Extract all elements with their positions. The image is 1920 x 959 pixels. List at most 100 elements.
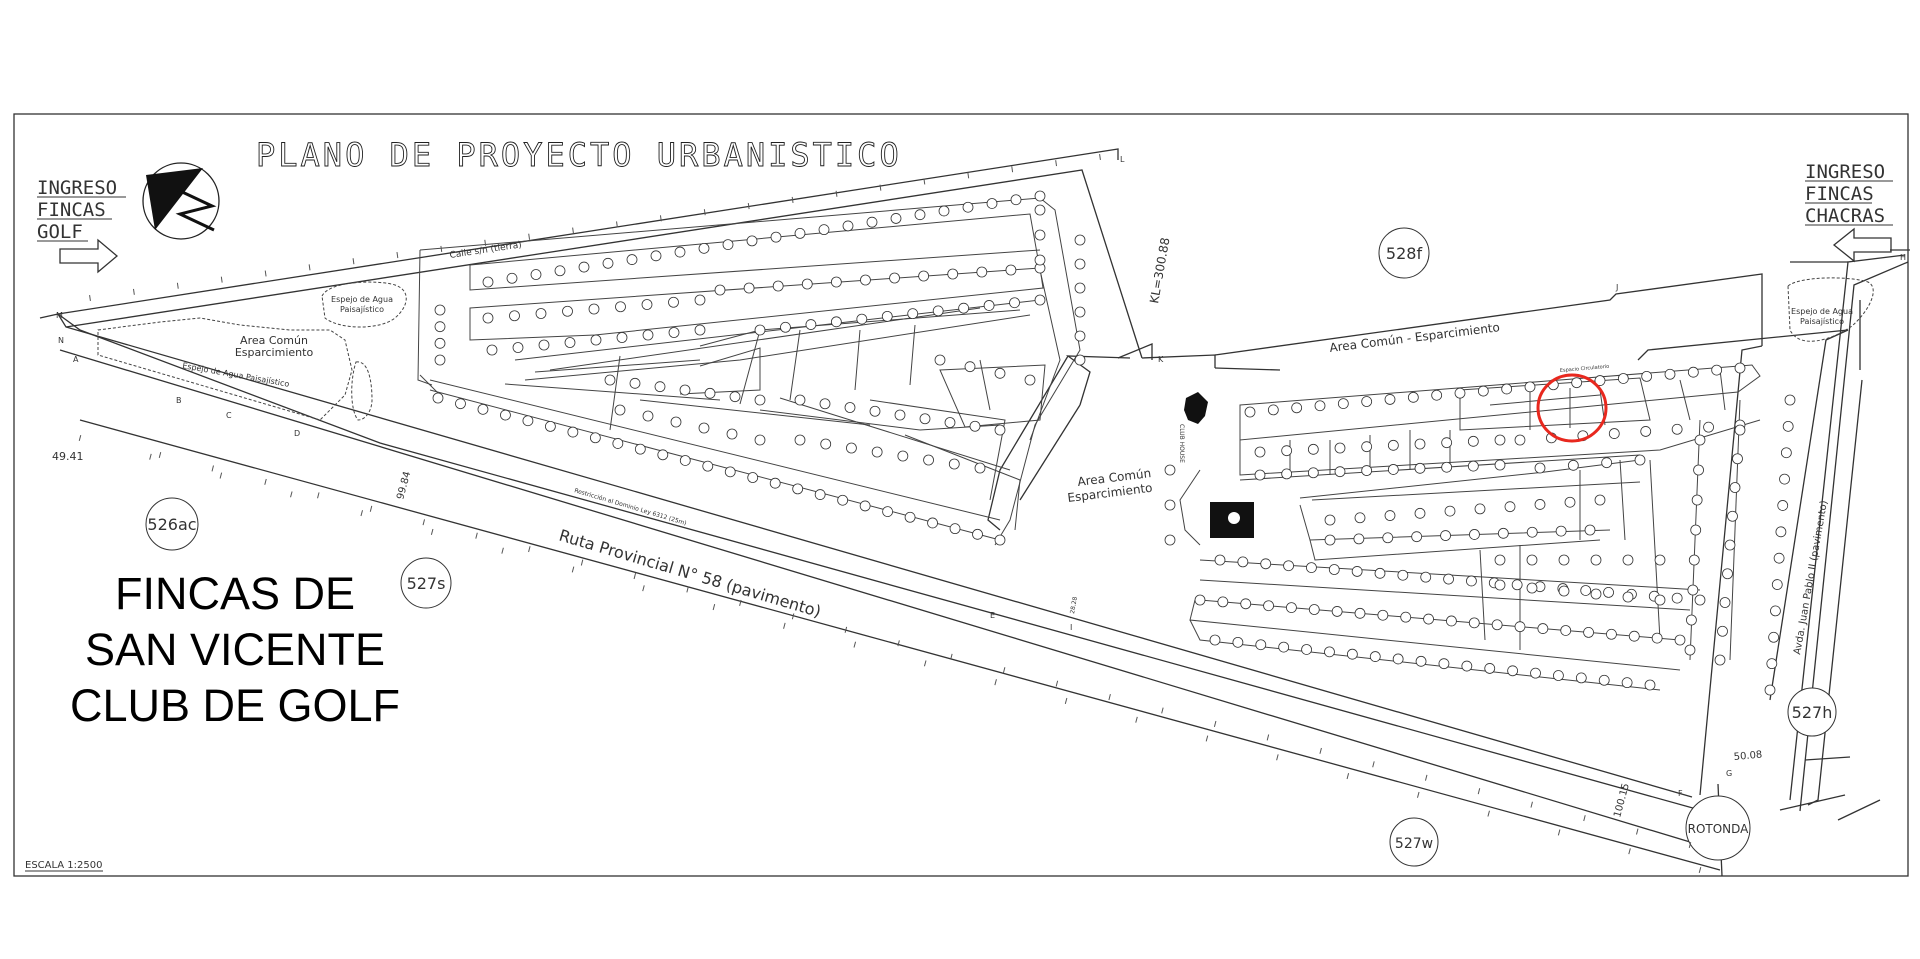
lot-circle <box>1575 672 1587 684</box>
lot-circle <box>590 334 602 346</box>
lot-circle <box>1719 597 1731 608</box>
lot-circle <box>1441 461 1453 473</box>
road-tick <box>967 172 970 179</box>
lot-circle <box>1267 404 1279 416</box>
lot-circle <box>530 269 542 280</box>
lot-circle <box>1583 626 1594 638</box>
lot-circle <box>434 337 446 349</box>
lot-circle <box>1469 529 1480 540</box>
road-tick <box>923 178 926 185</box>
lot-circle <box>958 302 970 314</box>
road-tick <box>220 276 223 283</box>
lot-circle <box>1501 383 1513 395</box>
parcel-528f: 528f <box>1378 227 1430 279</box>
espacio-circ-label: Espacio Circulatorio <box>1560 364 1610 374</box>
lot-circle <box>1397 569 1409 581</box>
lot-circle <box>1594 375 1606 386</box>
lot-circle <box>1686 614 1697 626</box>
lot-circle <box>1537 623 1549 634</box>
lot-circle <box>522 415 534 427</box>
lot-circle <box>564 337 576 348</box>
road-tick <box>642 585 645 592</box>
lot-circle <box>1024 374 1036 386</box>
lake-left-big <box>97 317 353 421</box>
lot-circle <box>1477 385 1489 397</box>
road-tick <box>1477 788 1481 795</box>
lot-circle <box>545 420 556 432</box>
lot-circle <box>614 404 626 416</box>
lot-circle <box>1484 663 1496 674</box>
vertex-d: D <box>294 429 300 438</box>
lot-circle <box>1414 462 1426 474</box>
lot-circle <box>1307 467 1319 479</box>
lot-circle <box>894 409 906 421</box>
lot-circle <box>1727 510 1738 522</box>
lot-circle <box>1560 625 1572 636</box>
lot-circle <box>1237 556 1249 568</box>
lot-circle <box>1507 665 1519 677</box>
road-tick <box>571 566 575 573</box>
lot-circle <box>1724 539 1736 551</box>
lot-circle <box>754 434 766 446</box>
road-tick <box>703 209 706 216</box>
ingreso-chacras-line2: FINCAS <box>1805 183 1874 205</box>
lot-circle <box>1361 396 1373 407</box>
lot-circle <box>1446 615 1457 627</box>
lot-circle <box>434 304 446 316</box>
main-title-line2: SAN VICENTE <box>84 624 386 675</box>
dim-2828: 28.28 <box>1069 596 1079 614</box>
lot-circle <box>1622 554 1634 566</box>
lot-circle <box>904 511 916 523</box>
vertex-e: E <box>990 611 995 620</box>
ingreso-golf-label: INGRESO FINCAS GOLF <box>37 177 126 243</box>
road-tick <box>528 546 531 553</box>
lot-circle <box>482 276 494 288</box>
lot-circle <box>578 261 590 273</box>
lot-circle <box>704 387 716 399</box>
lot-circle <box>792 483 804 495</box>
road-tick <box>440 245 443 252</box>
lot-circle <box>1351 566 1363 577</box>
lot-circle <box>1244 406 1256 418</box>
lot-circle <box>1729 482 1741 493</box>
lot-circle <box>1722 568 1733 580</box>
lot-circle <box>1687 584 1699 596</box>
lot-circle <box>932 305 944 317</box>
lot-circle <box>1497 527 1509 539</box>
road-tick <box>1424 774 1428 781</box>
lot-circle <box>641 299 653 310</box>
lot-circle <box>1314 400 1326 412</box>
lot-circle <box>1779 473 1790 485</box>
lot-circle <box>794 227 806 239</box>
lot-circle <box>1590 588 1602 600</box>
lot-circle <box>923 454 934 466</box>
lot-circle <box>588 303 600 315</box>
road-tick <box>211 465 214 472</box>
lot-circle <box>1468 617 1480 629</box>
lot-circle <box>1654 554 1666 566</box>
lot-circle <box>1553 670 1564 681</box>
club-house-label: CLUB HOUSE <box>1178 424 1185 463</box>
rotonda: ROTONDA <box>1685 795 1751 861</box>
lot-circle <box>944 417 956 428</box>
lot-circle <box>969 420 981 432</box>
lot-circle <box>1438 658 1450 670</box>
lot-circle <box>642 329 654 341</box>
lot-circle <box>882 506 893 518</box>
lot-circle <box>1694 434 1706 446</box>
lot-circle <box>722 239 734 251</box>
lot-circle <box>1209 634 1221 646</box>
highlighted-lot-marker[interactable] <box>1536 373 1608 443</box>
lot-circle <box>654 381 666 393</box>
lot-circle <box>1420 571 1432 583</box>
lot-circle <box>1254 446 1266 458</box>
lot-circle <box>859 500 871 512</box>
lot-circle <box>1407 391 1419 403</box>
lot-circle <box>1328 564 1340 575</box>
lot-circle <box>974 462 986 474</box>
road-tick <box>739 599 742 606</box>
lot-circle <box>743 282 755 294</box>
lot-circle <box>1164 464 1176 476</box>
lot-circle <box>1590 554 1602 566</box>
lot-circle <box>694 294 706 306</box>
